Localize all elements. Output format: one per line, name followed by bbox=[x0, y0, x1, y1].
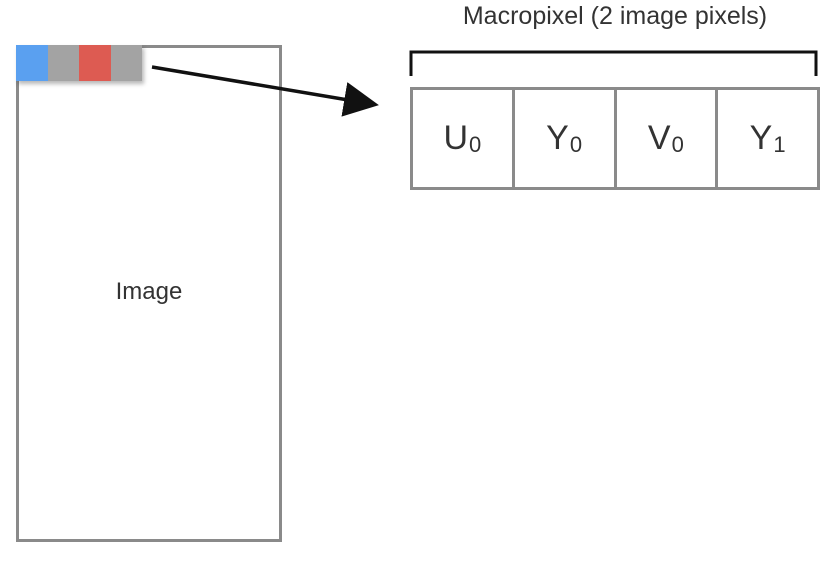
byte-index: 1 bbox=[773, 131, 786, 157]
byte-index: 0 bbox=[569, 131, 583, 157]
byte-letter: Y bbox=[546, 119, 569, 157]
byte-index: 0 bbox=[469, 131, 482, 157]
byte-letter: U bbox=[443, 119, 469, 157]
macropixel-title: Macropixel (2 image pixels) bbox=[462, 2, 768, 30]
byte-letter: Y bbox=[749, 119, 773, 157]
pixel-strip bbox=[16, 45, 142, 81]
image-frame: Image bbox=[16, 45, 282, 542]
pixel-cell-v-2 bbox=[79, 45, 111, 81]
pixel-cell-y-1 bbox=[47, 45, 79, 81]
byte-letter: V bbox=[647, 119, 671, 157]
image-label: Image bbox=[115, 278, 183, 305]
byte-index: 0 bbox=[671, 131, 684, 157]
pixel-cell-u-0 bbox=[16, 45, 48, 81]
pixel-cell-y-3 bbox=[110, 45, 142, 81]
macropixel-bracket bbox=[409, 50, 818, 76]
